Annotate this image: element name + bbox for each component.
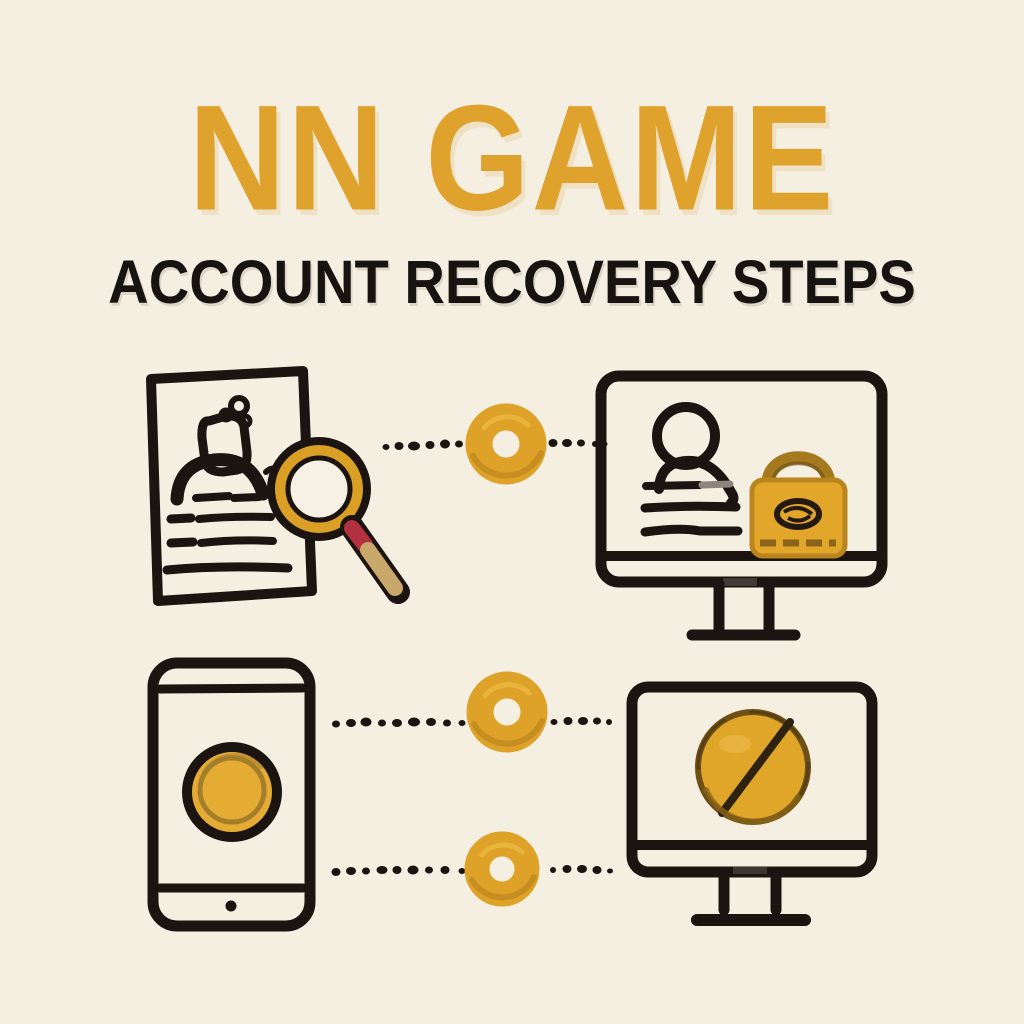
connector-dot bbox=[346, 719, 356, 727]
dotted-connector-row1 bbox=[382, 403, 608, 485]
gold-token-icon bbox=[464, 831, 540, 907]
smartphone-gold-button-shade bbox=[197, 755, 267, 825]
connector-dot bbox=[376, 866, 388, 874]
padlock-keyhole-scribble bbox=[774, 498, 822, 530]
connector-dot bbox=[550, 867, 556, 873]
document-text-line bbox=[195, 512, 275, 523]
connector-dot bbox=[408, 441, 420, 451]
blocked-sign-icon bbox=[695, 709, 811, 825]
document-text-line bbox=[192, 492, 263, 502]
connector-dot bbox=[426, 718, 436, 726]
connector-dot bbox=[407, 865, 419, 875]
monitor-frame bbox=[626, 681, 878, 878]
connector-dot bbox=[550, 719, 558, 725]
profile-head bbox=[197, 411, 252, 477]
padlock-body bbox=[749, 477, 848, 559]
monitor-with-profile-and-padlock-icon bbox=[595, 370, 888, 641]
connector-dot bbox=[408, 717, 420, 727]
connector-dot bbox=[392, 719, 402, 727]
magnifier-inner-ring bbox=[285, 455, 353, 523]
magnifier-handle-grip bbox=[360, 542, 403, 596]
connector-dot bbox=[440, 866, 450, 874]
connector-dot bbox=[577, 439, 585, 447]
poster-subtitle: ACCOUNT RECOVERY STEPS bbox=[108, 248, 916, 316]
padlock-keyhole-scribble bbox=[782, 506, 814, 523]
document-text-line bbox=[162, 562, 293, 575]
connector-dot bbox=[578, 717, 588, 725]
monitor-stand-smudge bbox=[723, 578, 757, 586]
dotted-connector-row2-upper bbox=[332, 671, 612, 753]
connector-dot bbox=[440, 439, 450, 449]
connector-dot bbox=[563, 717, 573, 725]
gold-token-icon bbox=[465, 403, 547, 485]
magnifier-outer-ring bbox=[267, 437, 371, 541]
document-text-line bbox=[166, 537, 198, 548]
blocked-sign-crescent bbox=[703, 787, 801, 825]
connector-dot bbox=[455, 440, 463, 448]
gold-token-highlight bbox=[481, 414, 531, 431]
magnifier-icon bbox=[267, 437, 410, 604]
connector-dot bbox=[382, 444, 390, 450]
connector-dot bbox=[362, 867, 370, 875]
connector-dot bbox=[592, 866, 602, 874]
document-text-line bbox=[166, 513, 196, 524]
monitor-with-blocked-sign-icon bbox=[626, 681, 878, 926]
gold-token-shade bbox=[469, 874, 537, 901]
magnifier-handle-red-band bbox=[344, 520, 373, 553]
gold-token-icon bbox=[466, 671, 548, 753]
profile-hair-curl bbox=[228, 395, 250, 417]
connector-dot bbox=[606, 719, 612, 725]
padlock-icon bbox=[749, 451, 848, 559]
connector-dot bbox=[332, 720, 340, 728]
padlock-shackle-shade bbox=[770, 461, 827, 486]
account-profile-shoulders bbox=[654, 455, 739, 508]
smartphone-frame bbox=[147, 657, 316, 932]
gold-token-shade bbox=[470, 450, 544, 479]
connector-dot bbox=[378, 719, 386, 727]
profile-shoulders bbox=[170, 453, 270, 506]
connector-dot bbox=[360, 717, 372, 727]
connector-dot bbox=[346, 867, 356, 875]
account-text-line-faded bbox=[698, 480, 734, 489]
connector-dot bbox=[458, 868, 466, 874]
connector-dot bbox=[331, 868, 341, 876]
document-outline bbox=[146, 366, 317, 606]
connector-dot bbox=[562, 865, 572, 873]
account-text-line bbox=[640, 501, 741, 513]
gold-token-shade bbox=[471, 718, 545, 747]
connector-dot bbox=[548, 439, 558, 447]
blocked-sign-slash bbox=[718, 718, 794, 817]
smartphone-gold-button-gloss bbox=[202, 753, 263, 774]
connector-dot bbox=[392, 866, 402, 874]
poster-title: NN GAME bbox=[188, 75, 836, 242]
smartphone-home-dot bbox=[225, 900, 237, 912]
connector-dot bbox=[593, 717, 601, 725]
smartphone-top-divider bbox=[155, 683, 308, 694]
connector-dot bbox=[577, 865, 587, 873]
gold-token-highlight bbox=[482, 682, 532, 699]
monitor-frame bbox=[595, 370, 888, 588]
connector-dot bbox=[607, 868, 613, 874]
connector-dot bbox=[443, 719, 451, 727]
blocked-sign-gloss bbox=[719, 735, 751, 753]
connector-dot bbox=[394, 442, 404, 450]
connector-dot bbox=[425, 866, 433, 874]
padlock-shackle bbox=[761, 451, 836, 494]
smartphone-with-gold-button-icon bbox=[147, 657, 316, 932]
account-text-line bbox=[640, 524, 743, 537]
connector-dot bbox=[425, 441, 435, 449]
profile-document-with-magnifier-icon bbox=[146, 366, 410, 606]
monitor-stand-smudge bbox=[733, 866, 767, 874]
document-text-line bbox=[197, 536, 277, 547]
connector-dot bbox=[458, 720, 466, 726]
gold-token-highlight bbox=[479, 842, 525, 858]
magnifier-gold-ring bbox=[272, 442, 366, 536]
dotted-connector-row2-lower bbox=[331, 831, 613, 907]
connector-dot bbox=[562, 439, 572, 447]
account-text-line bbox=[642, 481, 704, 490]
